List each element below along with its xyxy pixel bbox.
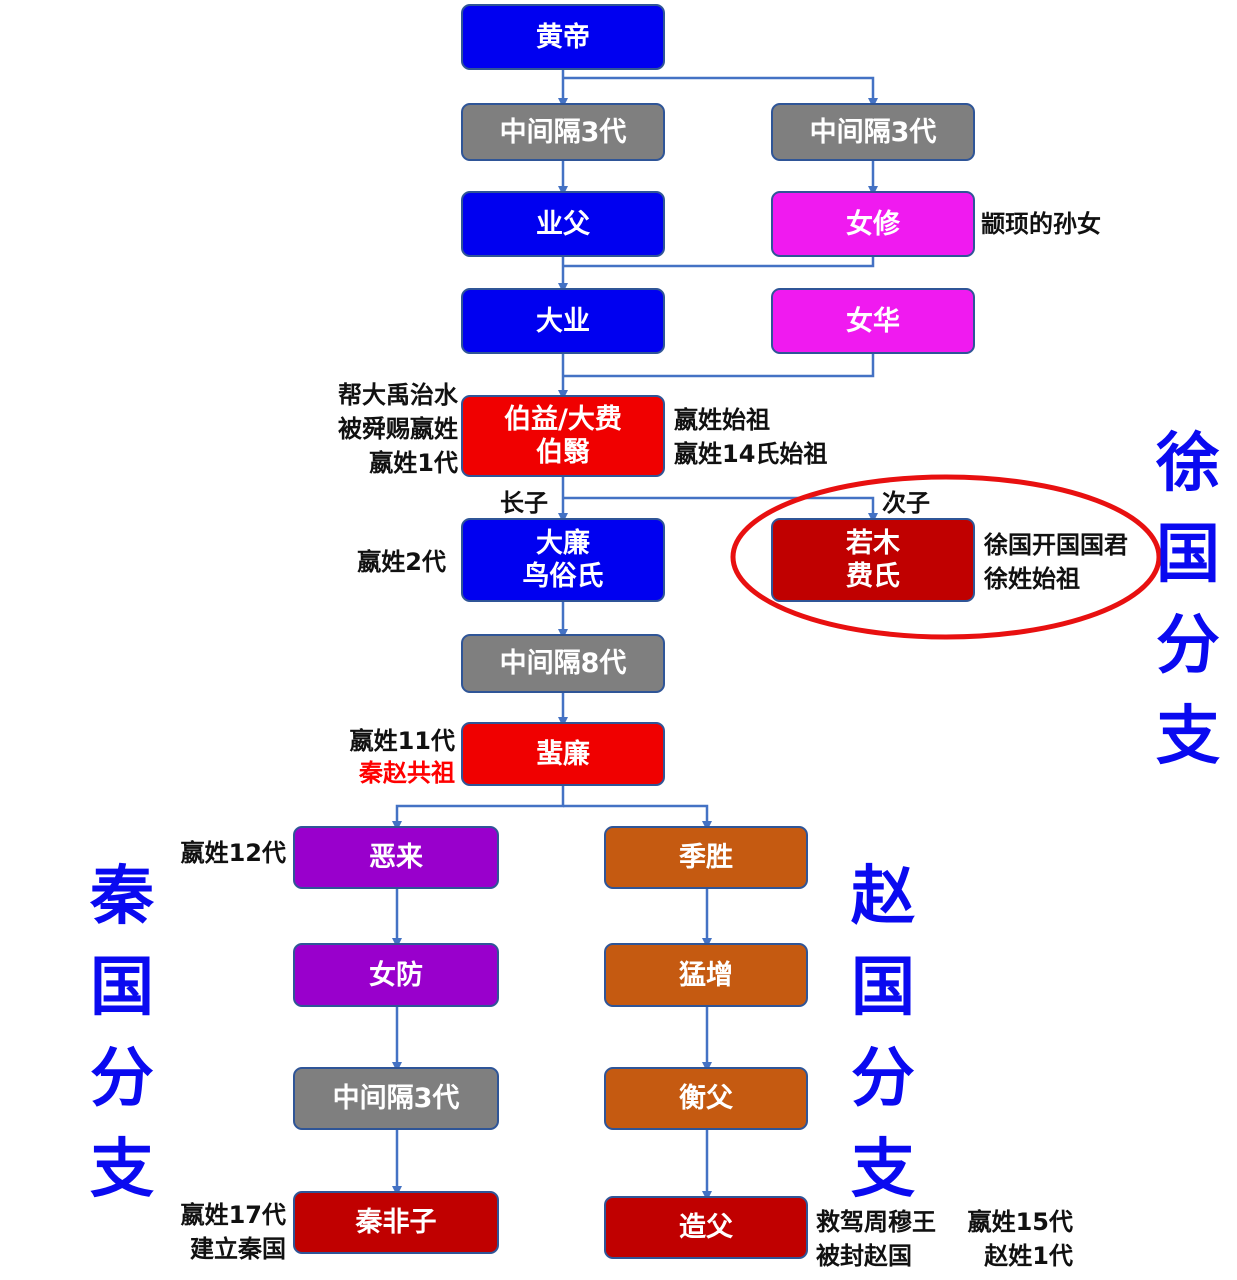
branch-qin-char-3: 分: [90, 1041, 154, 1116]
node-gap3-left: 中间隔3代: [461, 103, 665, 161]
branch-qin-char-4: 支: [90, 1132, 154, 1207]
node-gap3-right-label: 中间隔3代: [809, 116, 937, 148]
note-boyi-left-1: 帮大禹治水: [338, 381, 458, 409]
node-gap3-right: 中间隔3代: [771, 103, 975, 161]
node-nvhua-label: 女华: [846, 305, 900, 337]
note-qinfeizi-left: 嬴姓17代 建立秦国: [150, 1198, 286, 1266]
node-huangdi-label: 黄帝: [536, 21, 590, 53]
note-boyi-left: 帮大禹治水 被舜赐嬴姓 嬴姓1代: [300, 378, 458, 480]
node-ruomu: 若木 费氏: [771, 518, 975, 602]
note-zaofu-right-a-2: 被封赵国: [816, 1242, 912, 1270]
branch-xu-char-4: 支: [1156, 699, 1220, 774]
note-boyi-left-3: 嬴姓1代: [369, 449, 458, 477]
note-eldest-son-text: 长子: [500, 489, 548, 517]
note-ruomu-right: 徐国开国国君 徐姓始祖: [984, 528, 1128, 596]
xu-branch-highlight-circle: [730, 474, 1162, 640]
node-elai: 恶来: [293, 826, 499, 889]
branch-zhao-char-2: 国: [851, 950, 915, 1025]
node-jisheng-label: 季胜: [679, 842, 733, 873]
note-nvxiu-text: 颛顼的孙女: [981, 210, 1101, 238]
node-feilian-label: 蜚廉: [536, 738, 590, 770]
note-boyi-right: 嬴姓始祖 嬴姓14氏始祖: [674, 403, 827, 471]
note-ruomu-right-1: 徐国开国国君: [984, 531, 1128, 559]
branch-zhao-char-1: 赵: [851, 859, 915, 934]
node-huangdi: 黄帝: [461, 4, 665, 70]
note-eldest-son: 长子: [500, 486, 548, 520]
note-qinfeizi-left-1: 嬴姓17代: [180, 1201, 286, 1229]
branch-qin-char-1: 秦: [90, 859, 154, 934]
branch-label-xu: 徐 国 分 支: [1148, 418, 1228, 782]
node-hengfu: 衡父: [604, 1067, 808, 1130]
node-nvhua: 女华: [771, 288, 975, 354]
branch-zhao-char-4: 支: [851, 1132, 915, 1207]
node-zaofu-label: 造父: [679, 1212, 733, 1243]
note-zaofu-right-b: 嬴姓15代 赵姓1代: [955, 1205, 1073, 1273]
node-daye: 大业: [461, 288, 665, 354]
node-nvxiu: 女修: [771, 191, 975, 257]
node-dalian-line2: 鸟俗氏: [522, 561, 604, 592]
node-hengfu-label: 衡父: [679, 1083, 733, 1114]
note-boyi-right-2: 嬴姓14氏始祖: [674, 440, 828, 468]
note-ruomu-right-2: 徐姓始祖: [984, 565, 1080, 593]
node-dalian: 大廉 鸟俗氏: [461, 518, 665, 602]
node-yefu: 业父: [461, 191, 665, 257]
node-jisheng: 季胜: [604, 826, 808, 889]
note-second-son-text: 次子: [882, 489, 930, 517]
node-ruomu-line1: 若木: [846, 528, 900, 559]
node-elai-label: 恶来: [369, 842, 423, 873]
note-elai-left-text: 嬴姓12代: [180, 839, 286, 867]
node-mengzeng: 猛增: [604, 943, 808, 1007]
branch-xu-char-3: 分: [1156, 608, 1220, 683]
note-feilian-left-1: 嬴姓11代: [349, 727, 455, 755]
node-daye-label: 大业: [536, 305, 590, 337]
note-elai-left: 嬴姓12代: [150, 836, 286, 870]
branch-xu-char-1: 徐: [1156, 426, 1220, 501]
node-mengzeng-label: 猛增: [679, 959, 733, 991]
note-boyi-right-1: 嬴姓始祖: [674, 406, 770, 434]
node-nvfang-label: 女防: [369, 959, 423, 991]
node-nvfang: 女防: [293, 943, 499, 1007]
node-gap3-qin: 中间隔3代: [293, 1067, 499, 1130]
note-zaofu-right-b-1: 嬴姓15代: [967, 1208, 1073, 1236]
note-zaofu-right-a-1: 救驾周穆王: [816, 1208, 936, 1236]
note-feilian-left: 嬴姓11代 秦赵共祖: [300, 725, 455, 789]
note-dalian-left-text: 嬴姓2代: [357, 548, 446, 576]
node-qinfeizi: 秦非子: [293, 1191, 499, 1254]
branch-label-qin: 秦 国 分 支: [82, 851, 162, 1215]
note-zaofu-right-b-2: 赵姓1代: [984, 1242, 1073, 1270]
node-boyi-line2: 伯翳: [536, 437, 590, 468]
branch-label-zhao: 赵 国 分 支: [843, 851, 923, 1215]
node-gap8: 中间隔8代: [461, 634, 665, 693]
node-zaofu: 造父: [604, 1196, 808, 1259]
note-dalian-left: 嬴姓2代: [300, 545, 446, 579]
node-gap3-left-label: 中间隔3代: [499, 116, 627, 148]
branch-xu-char-2: 国: [1156, 517, 1220, 592]
node-ruomu-line2: 费氏: [846, 561, 900, 592]
node-boyi-line1: 伯益/大费: [504, 404, 622, 435]
branch-zhao-char-3: 分: [851, 1041, 915, 1116]
note-feilian-left-2: 秦赵共祖: [359, 759, 455, 787]
node-boyi: 伯益/大费 伯翳: [461, 395, 665, 477]
node-gap8-label: 中间隔8代: [499, 648, 627, 679]
node-feilian: 蜚廉: [461, 722, 665, 786]
node-qinfeizi-label: 秦非子: [355, 1207, 437, 1238]
node-yefu-label: 业父: [536, 208, 590, 240]
note-qinfeizi-left-2: 建立秦国: [190, 1235, 286, 1263]
branch-qin-char-2: 国: [90, 950, 154, 1025]
node-gap3-qin-label: 中间隔3代: [332, 1083, 460, 1114]
node-dalian-line1: 大廉: [536, 528, 590, 559]
note-boyi-left-2: 被舜赐嬴姓: [338, 415, 458, 443]
note-second-son: 次子: [882, 486, 930, 520]
node-nvxiu-label: 女修: [846, 208, 900, 240]
note-zaofu-right-a: 救驾周穆王 被封赵国: [816, 1205, 936, 1273]
note-nvxiu: 颛顼的孙女: [981, 207, 1101, 241]
